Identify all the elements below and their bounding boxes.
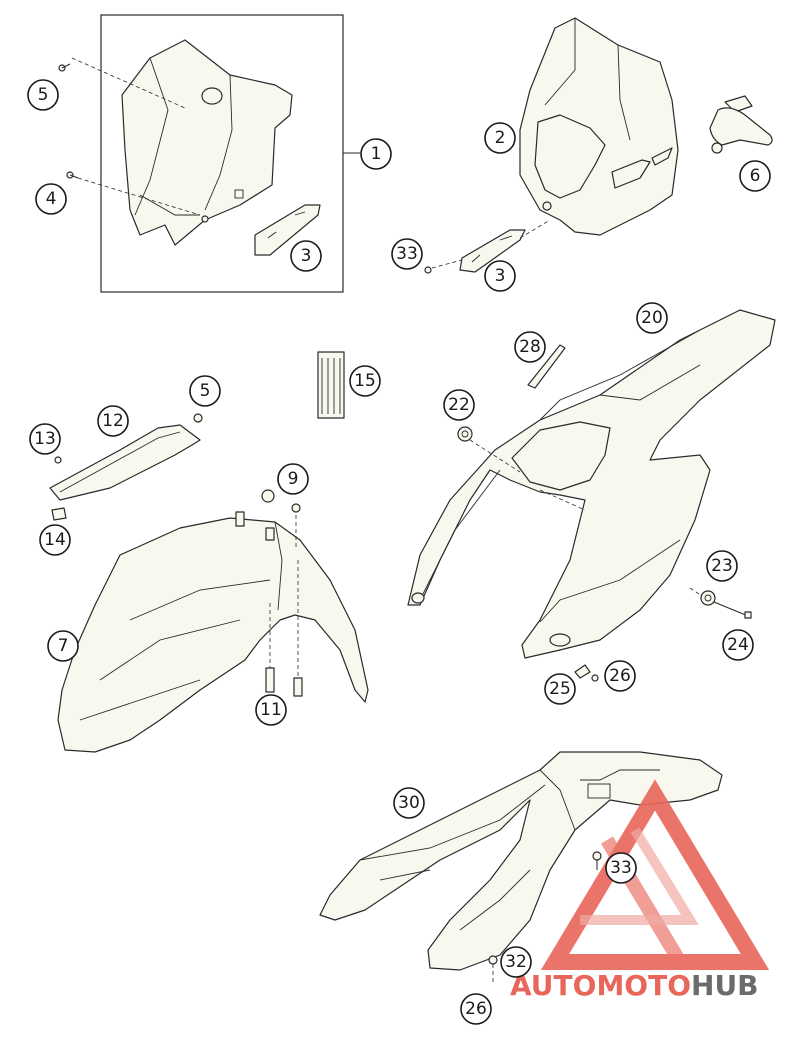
callout-3-a: 3 <box>290 240 322 272</box>
callout-11: 11 <box>255 694 287 726</box>
callout-25: 25 <box>544 673 576 705</box>
svg-text:3: 3 <box>495 266 506 286</box>
leader-33-top <box>431 259 463 269</box>
svg-text:32: 32 <box>505 952 527 972</box>
callout-23: 23 <box>706 550 738 582</box>
callout-20: 20 <box>636 302 668 334</box>
svg-text:23: 23 <box>711 556 733 576</box>
svg-text:20: 20 <box>641 308 663 328</box>
callout-22: 22 <box>443 389 475 421</box>
svg-text:15: 15 <box>354 371 376 391</box>
nut-22 <box>457 426 473 442</box>
clamp-part <box>709 95 773 154</box>
leader-22 <box>469 439 521 473</box>
svg-text:4: 4 <box>46 189 57 209</box>
callout-33-bottom: 33 <box>605 852 637 884</box>
screw-33-top <box>424 266 432 274</box>
decal-strip-part <box>527 344 566 389</box>
callout-4: 4 <box>35 183 67 215</box>
callout-7: 7 <box>47 630 79 662</box>
fender-bracket-part <box>49 413 203 521</box>
screw-33-bottom <box>592 851 602 870</box>
callout-26-mid: 26 <box>604 660 636 692</box>
callout-1: 1 <box>360 138 392 170</box>
svg-text:1: 1 <box>371 144 382 164</box>
rear-fender-part <box>407 309 776 659</box>
svg-text:13: 13 <box>34 429 56 449</box>
svg-text:30: 30 <box>398 793 420 813</box>
headlight-mask-part <box>121 39 293 246</box>
svg-text:28: 28 <box>519 337 541 357</box>
svg-text:6: 6 <box>750 166 761 186</box>
bolts-11 <box>265 667 303 697</box>
leader-3-to-mask <box>519 219 551 239</box>
callout-3-b: 3 <box>484 260 516 292</box>
svg-text:5: 5 <box>200 381 211 401</box>
filter-part <box>317 351 345 419</box>
svg-text:7: 7 <box>58 636 69 656</box>
callout-6: 6 <box>739 160 771 192</box>
svg-text:3: 3 <box>301 246 312 266</box>
callout-32: 32 <box>500 946 532 978</box>
svg-text:25: 25 <box>549 679 571 699</box>
watermark-logo <box>540 779 770 970</box>
leader-4 <box>77 177 201 216</box>
svg-text:12: 12 <box>102 411 124 431</box>
callout-5-top: 5 <box>27 79 59 111</box>
screw-32-26-bottom <box>488 955 498 985</box>
side-reflector-part-a <box>254 204 321 256</box>
svg-text:33: 33 <box>610 858 632 878</box>
svg-text:24: 24 <box>727 635 749 655</box>
headlight-mask-2-part <box>519 17 679 236</box>
screw-4 <box>66 171 79 179</box>
rear-subframe-part <box>319 751 723 971</box>
callout-33-top: 33 <box>391 238 423 270</box>
callout-26-bottom: 26 <box>460 993 492 1025</box>
svg-text:14: 14 <box>44 530 66 550</box>
front-fender-part <box>57 489 369 753</box>
svg-text:26: 26 <box>609 666 631 686</box>
callout-5-mid: 5 <box>189 375 221 407</box>
callout-13: 13 <box>29 423 61 455</box>
leader-23 <box>689 587 703 597</box>
svg-text:26: 26 <box>465 999 487 1019</box>
callout-9: 9 <box>277 463 309 495</box>
callout-15: 15 <box>349 365 381 397</box>
svg-text:11: 11 <box>260 700 282 720</box>
clip-25-26 <box>574 664 599 682</box>
watermark-text-part2: HUB <box>691 969 759 1002</box>
svg-text:33: 33 <box>396 244 418 264</box>
svg-text:2: 2 <box>495 128 506 148</box>
svg-text:9: 9 <box>288 469 299 489</box>
watermark-text-part1: AUTOMOTO <box>510 969 691 1002</box>
watermark-text: AUTOMOTOHUB <box>510 969 759 1002</box>
callout-2: 2 <box>484 122 516 154</box>
callout-28: 28 <box>514 331 546 363</box>
callout-14: 14 <box>39 524 71 556</box>
svg-text:5: 5 <box>38 85 49 105</box>
callout-24: 24 <box>722 629 754 661</box>
side-reflector-part-b <box>459 229 526 273</box>
screw-5-top <box>58 63 71 72</box>
svg-text:22: 22 <box>448 395 470 415</box>
callout-12: 12 <box>97 405 129 437</box>
callout-30: 30 <box>393 787 425 819</box>
leader-20-inner <box>539 489 586 511</box>
bolt-23-24 <box>700 590 752 619</box>
